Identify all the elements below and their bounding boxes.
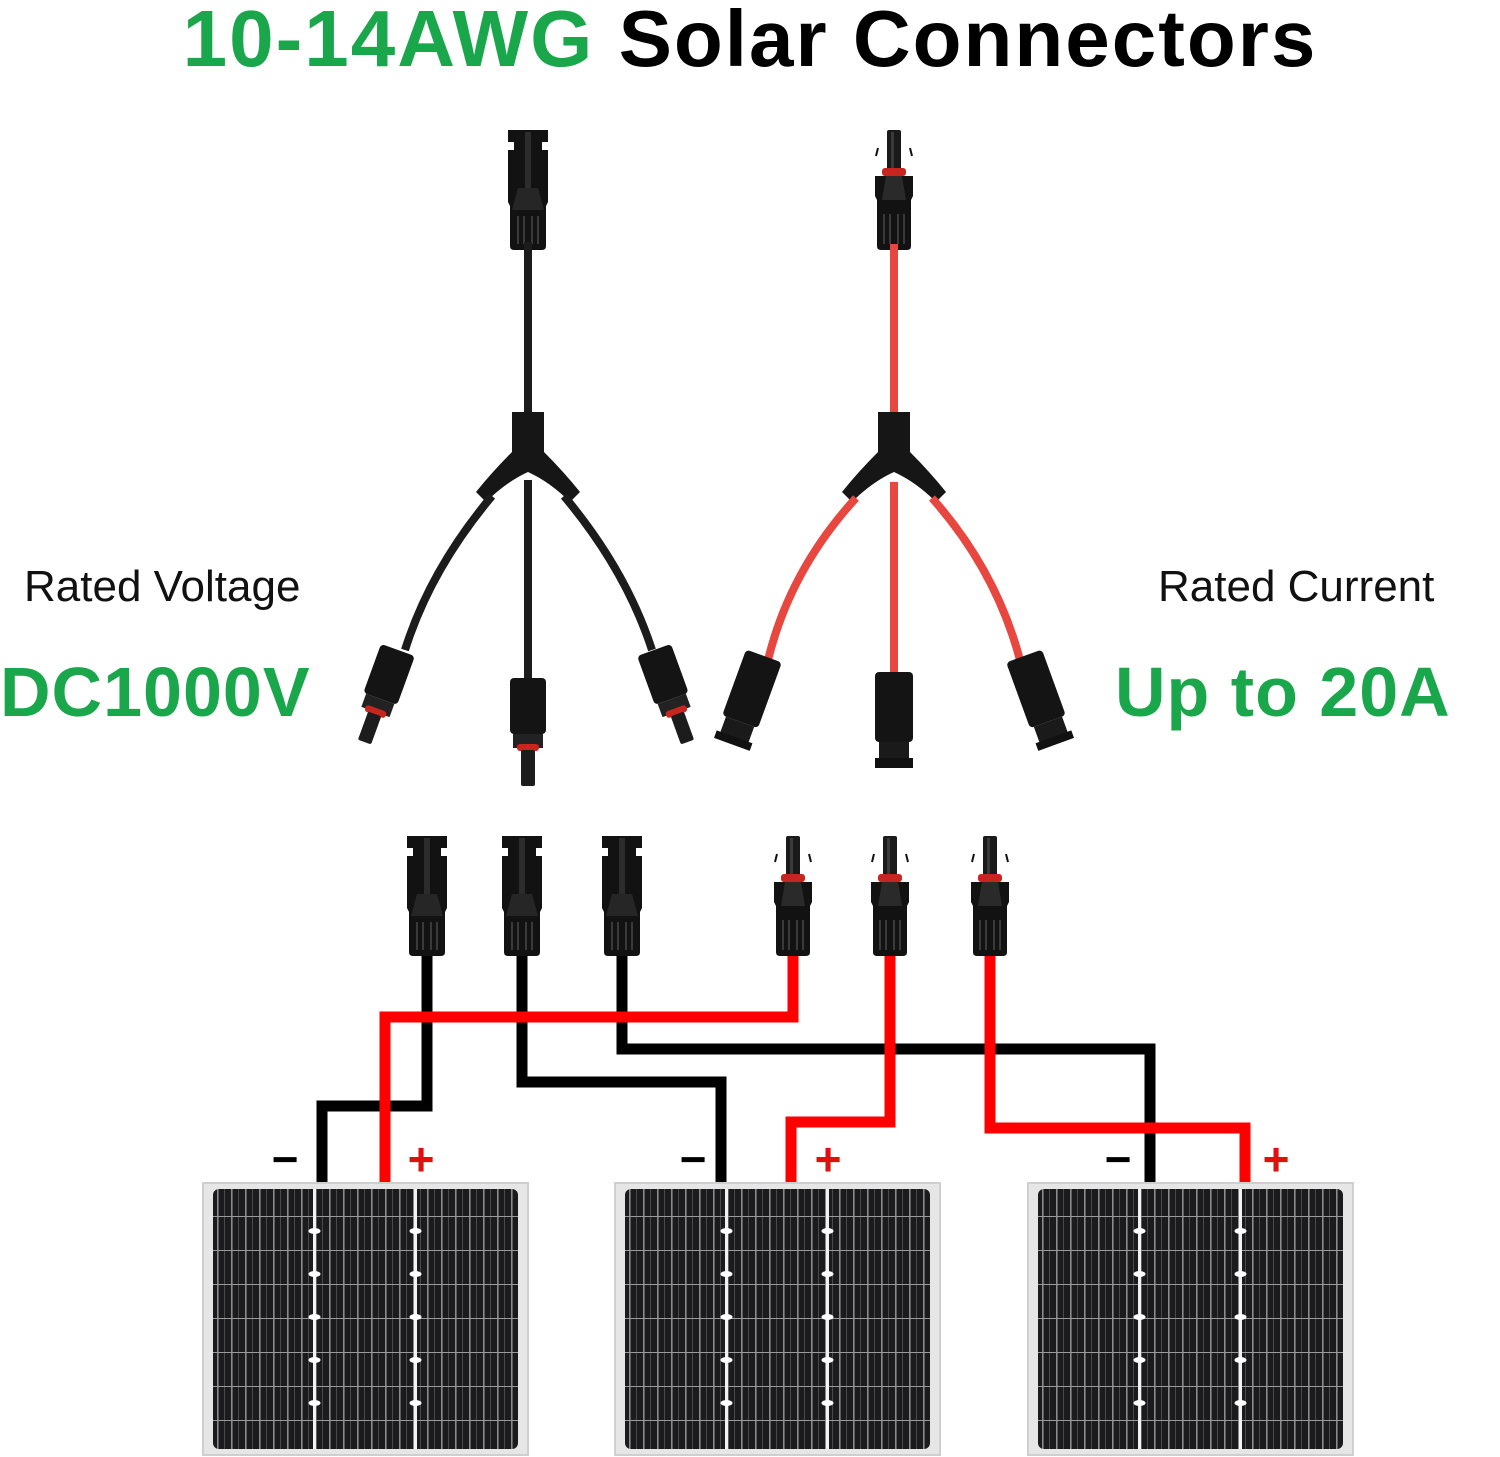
positive-symbol: + — [408, 1133, 435, 1185]
connector-row — [406, 835, 1010, 957]
solar-panel-3: − + — [1027, 1133, 1354, 1456]
positive-connector-3 — [970, 835, 1010, 957]
solar-panel-2: − + — [614, 1133, 941, 1456]
rated-current-value: Up to 20A — [1115, 653, 1451, 731]
negative-symbol: − — [272, 1133, 299, 1185]
positive-y-junction — [842, 412, 946, 502]
negative-connector-2 — [501, 835, 543, 957]
negative-connector-3 — [601, 835, 643, 957]
wire-positive-panel-2 — [785, 950, 896, 1184]
positive-output-connector-left — [713, 650, 781, 751]
positive-output-connector-right — [1007, 650, 1075, 751]
negative-y-junction — [476, 412, 580, 502]
positive-connector-2 — [870, 835, 910, 957]
positive-output-connector-center — [875, 672, 913, 768]
negative-output-connector-left — [358, 644, 414, 744]
negative-symbol: − — [680, 1133, 707, 1185]
rated-current-label: Rated Current — [1158, 562, 1435, 611]
title-rest: Solar Connectors — [618, 0, 1318, 83]
title-highlight: 10-14AWG — [182, 0, 595, 83]
positive-symbol: + — [1263, 1133, 1290, 1185]
wire-positive-panel-1 — [379, 950, 799, 1184]
positive-cable-input-connector — [874, 129, 914, 251]
wire-positive-panel-3 — [984, 950, 1251, 1184]
positive-branch-cable — [713, 129, 1075, 768]
negative-symbol: − — [1105, 1133, 1132, 1185]
solar-panel-1: − + — [202, 1133, 529, 1456]
negative-branch-cable — [358, 129, 694, 786]
positive-connector-1 — [773, 835, 813, 957]
negative-output-connector-center — [510, 678, 546, 786]
rated-voltage-label: Rated Voltage — [24, 562, 301, 611]
negative-cable-input-connector — [507, 129, 549, 251]
page-title: 10-14AWG Solar Connectors — [0, 0, 1500, 84]
wiring-lines — [316, 950, 1251, 1184]
positive-symbol: + — [815, 1133, 842, 1185]
negative-connector-1 — [406, 835, 448, 957]
negative-output-connector-right — [638, 644, 694, 744]
wire-negative-panel-1 — [316, 950, 433, 1184]
rated-voltage-value: DC1000V — [0, 653, 311, 731]
